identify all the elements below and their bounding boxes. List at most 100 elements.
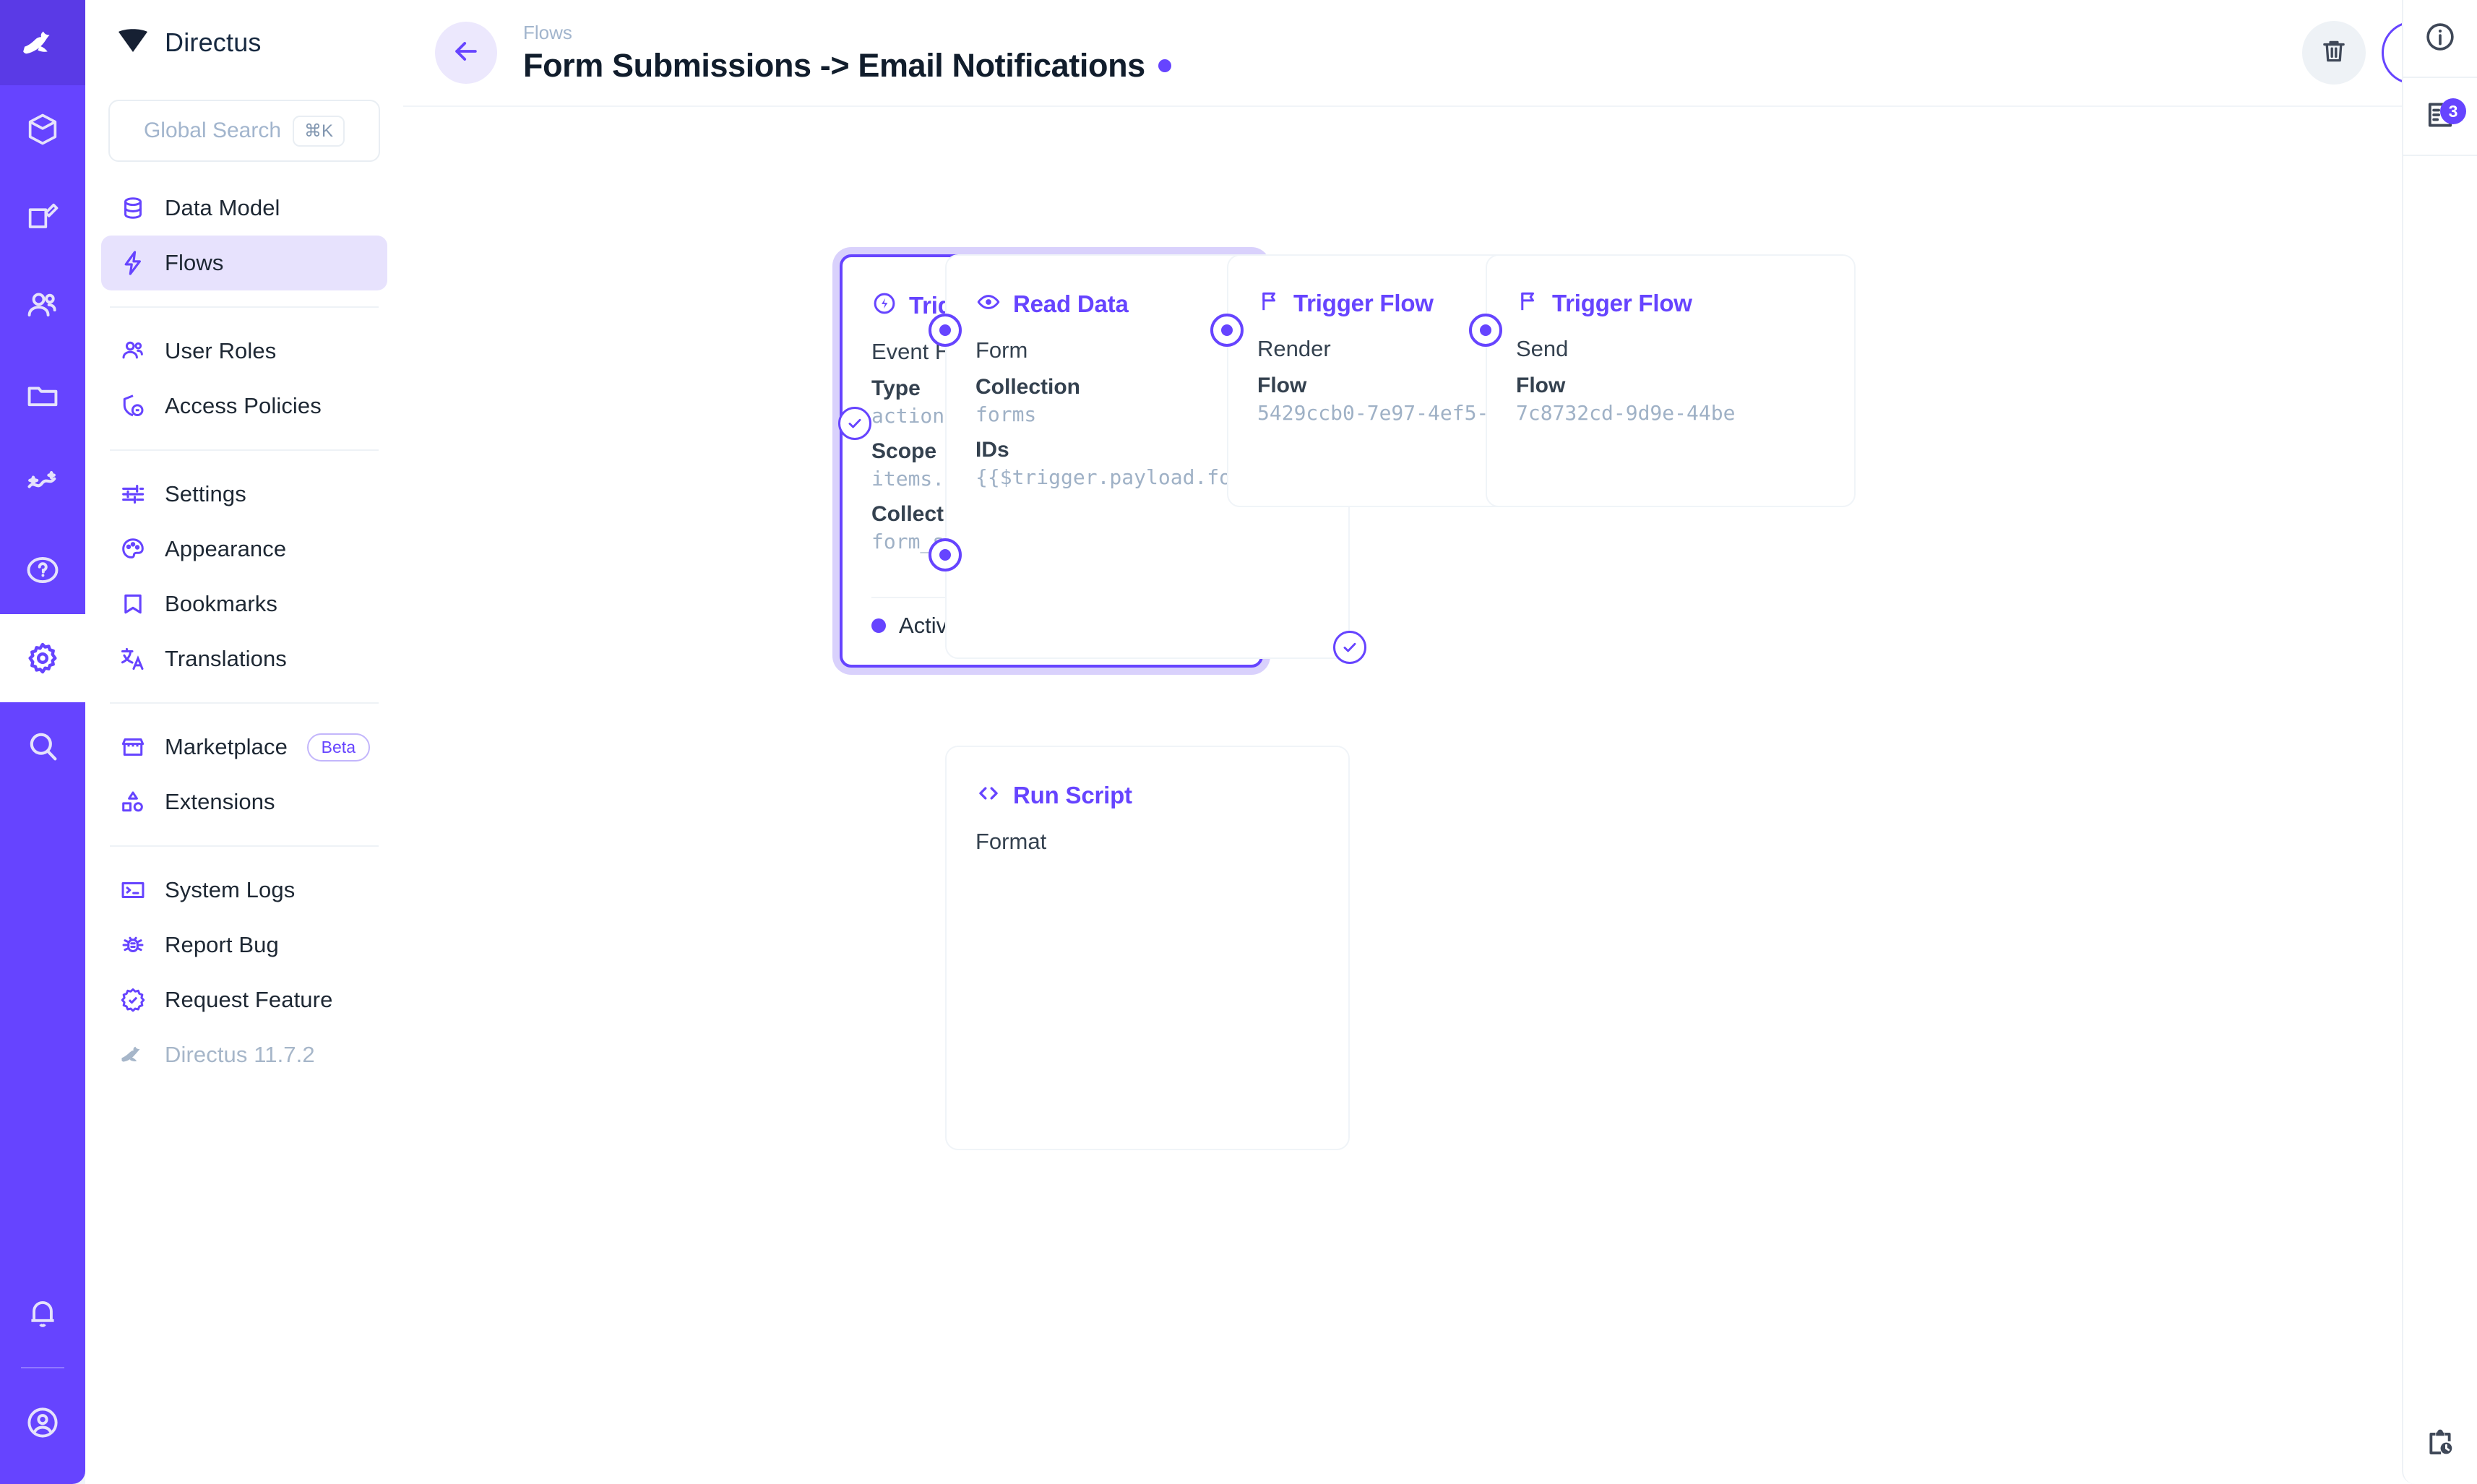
- rail-item-edit[interactable]: [0, 173, 85, 262]
- node-subtitle: Render: [1257, 336, 1331, 361]
- rail-item-content[interactable]: [0, 85, 85, 173]
- storefront-icon: [119, 733, 147, 762]
- sidebar-item-label: Data Model: [165, 195, 280, 220]
- flow-node-trigger-flow-send[interactable]: Trigger Flow Send Flow 7c8732cd-9d9e-44b…: [1486, 254, 1856, 507]
- node-field-key: Flow: [1257, 374, 1307, 397]
- insights-icon: [24, 463, 61, 501]
- sidebar-item-flows[interactable]: Flows: [101, 236, 387, 290]
- sidebar-item-system-logs[interactable]: System Logs: [101, 863, 387, 918]
- flow-info-button[interactable]: [2403, 0, 2477, 78]
- node-field-value: action: [871, 404, 945, 428]
- flow-activity-button[interactable]: [2403, 1406, 2477, 1484]
- terminal-icon: [119, 876, 147, 905]
- bookmark-icon: [119, 590, 147, 618]
- sidebar-item-appearance[interactable]: Appearance: [101, 522, 387, 577]
- main-area: Flows Form Submissions -> Email Notifica…: [403, 0, 2477, 1484]
- flow-canvas[interactable]: Trigger Event Hook Type action Scope ite…: [403, 107, 2477, 1484]
- sidebar-version: Directus 11.7.2: [101, 1027, 387, 1082]
- port-input-run-script[interactable]: [929, 538, 962, 571]
- brand-name: Directus: [165, 27, 262, 57]
- help-icon: [24, 551, 61, 589]
- sidebar-item-extensions[interactable]: Extensions: [101, 775, 387, 829]
- sidebar-item-access-policies[interactable]: Access Policies: [101, 379, 387, 433]
- sidebar-item-marketplace[interactable]: Marketplace Beta: [101, 720, 387, 775]
- sidebar-item-report-bug[interactable]: Report Bug: [101, 918, 387, 972]
- rail-item-insights[interactable]: [0, 438, 85, 526]
- node-type-label: Run Script: [1013, 781, 1132, 808]
- port-input-read-data[interactable]: [929, 314, 962, 347]
- directus-logo-button[interactable]: [0, 0, 85, 85]
- folder-icon: [24, 375, 61, 413]
- search-shortcut-kbd: ⌘K: [293, 115, 345, 147]
- sidebar-item-label: System Logs: [165, 877, 296, 902]
- sidebar-header: Directus: [101, 0, 387, 85]
- rail-item-files[interactable]: [0, 350, 85, 438]
- box-icon: [24, 111, 61, 148]
- back-button[interactable]: [435, 22, 497, 84]
- node-field-key: Collection: [975, 375, 1081, 399]
- marketplace-beta-badge: Beta: [306, 733, 370, 762]
- node-field-key: IDs: [975, 438, 1009, 462]
- flag-icon: [1257, 289, 1282, 317]
- sidebar-divider: [110, 306, 379, 308]
- rail-item-notifications[interactable]: [0, 1269, 85, 1357]
- rail-item-help[interactable]: [0, 526, 85, 614]
- settings-gear-icon: [24, 639, 61, 677]
- rail-item-users[interactable]: [0, 262, 85, 350]
- global-search-input[interactable]: Global Search ⌘K: [108, 100, 380, 162]
- flow-node-run-script[interactable]: Run Script Format: [945, 746, 1350, 1150]
- sidebar-group-settings: Settings Appearance Bookmarks: [101, 467, 387, 686]
- sidebar-item-label: Request Feature: [165, 987, 333, 1012]
- sidebar-item-label: Extensions: [165, 789, 275, 814]
- sidebar-item-user-roles[interactable]: User Roles: [101, 324, 387, 379]
- flag-icon: [1516, 289, 1541, 317]
- right-rail: 3: [2402, 0, 2477, 1484]
- delete-flow-button[interactable]: [2302, 21, 2366, 85]
- node-type-label: Trigger Flow: [1293, 289, 1434, 316]
- trigger-bolt-icon: [871, 290, 897, 320]
- rail-divider: [21, 1367, 64, 1368]
- sidebar-item-label: Settings: [165, 481, 246, 506]
- sidebar-item-request-feature[interactable]: Request Feature: [101, 972, 387, 1027]
- node-type-label: Trigger Flow: [1552, 289, 1692, 316]
- revisions-count-badge: 3: [2440, 98, 2466, 124]
- lightning-icon: [119, 249, 147, 277]
- sidebar-version-label: Directus 11.7.2: [165, 1042, 315, 1067]
- port-output-trigger[interactable]: [838, 407, 871, 440]
- port-input-trigger-flow-send[interactable]: [1469, 314, 1502, 347]
- translate-icon: [119, 644, 147, 673]
- search-icon: [24, 728, 61, 765]
- palette-icon: [119, 535, 147, 564]
- breadcrumb[interactable]: Flows: [523, 21, 572, 43]
- bug-icon: [119, 931, 147, 959]
- sidebar-divider: [110, 702, 379, 704]
- node-field-key: Scope: [871, 439, 937, 463]
- directus-rabbit-icon: [119, 1040, 147, 1069]
- rail-item-search[interactable]: [0, 702, 85, 790]
- account-avatar-icon: [24, 1404, 61, 1441]
- sidebar-group-data: Data Model Flows: [101, 162, 387, 290]
- sidebar-item-label: Report Bug: [165, 932, 279, 957]
- sidebar-item-data-model[interactable]: Data Model: [101, 181, 387, 236]
- notifications-bell-icon: [24, 1294, 61, 1332]
- arrow-left-icon: [450, 35, 482, 71]
- sidebar-item-bookmarks[interactable]: Bookmarks: [101, 577, 387, 631]
- sidebar-item-label: Translations: [165, 646, 287, 671]
- rail-item-settings[interactable]: [0, 614, 85, 702]
- directus-mark-icon: [117, 28, 149, 57]
- sidebar-item-settings[interactable]: Settings: [101, 467, 387, 522]
- logo-icon: [20, 25, 65, 61]
- port-output-run-script[interactable]: [1333, 631, 1366, 664]
- sidebar-group-access: User Roles Access Policies: [101, 324, 387, 433]
- flow-revisions-button[interactable]: 3: [2403, 78, 2477, 156]
- sidebar-item-label: Marketplace: [165, 734, 288, 759]
- shield-person-icon: [119, 392, 147, 420]
- sidebar-item-translations[interactable]: Translations: [101, 631, 387, 686]
- users-icon: [119, 337, 147, 366]
- node-field-key: Flow: [1516, 374, 1566, 397]
- status-dot-icon: [871, 618, 886, 633]
- port-input-trigger-flow-render[interactable]: [1210, 314, 1244, 347]
- node-subtitle: Send: [1516, 336, 1569, 361]
- rail-item-account[interactable]: [0, 1379, 85, 1467]
- sidebar-group-extend: Marketplace Beta Extensions: [101, 720, 387, 829]
